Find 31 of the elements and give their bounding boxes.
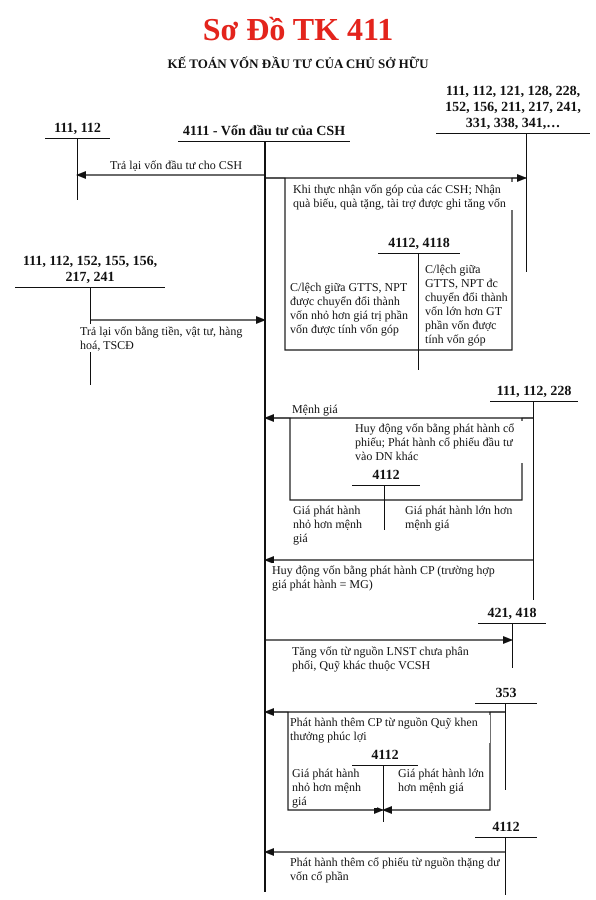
arrow: [76, 171, 265, 179]
arrow: [265, 711, 384, 814]
edge-label: Giá phát hành lớn hơn mệnh giá: [398, 766, 486, 794]
account-label: 4112: [475, 820, 537, 838]
edge-label: Phát hành thêm cổ phiếu từ nguồn thặng dư vốn cổ phần: [290, 855, 500, 883]
t-account: [45, 121, 110, 200]
subtitle: KẾ TOÁN VỐN ĐẦU TƯ CỦA CHỦ SỞ HỮU: [166, 56, 430, 71]
account-label: 353: [475, 686, 537, 704]
account-label: 421, 418: [478, 606, 546, 624]
edge-label: Phát hành thêm CP từ nguồn Quỹ khen thưởng phúc lợi: [290, 715, 490, 743]
connector-line: [265, 417, 384, 501]
account-label: 4111 - Vốn đầu tư của CSH: [178, 124, 350, 142]
edge-label: Giá phát hành lớn hơn mệnh giá: [405, 503, 515, 531]
arrow: [90, 316, 266, 324]
account-label: 111, 112: [45, 121, 110, 139]
connector-line: [418, 177, 526, 351]
arrow: [265, 636, 513, 644]
arrow: [264, 556, 533, 564]
edge-label: Khi thực nhận vốn góp của các CSH; Nhận quà biếu, quà tặng, tài trợ được ghi tăng vốn: [293, 182, 513, 210]
value-label: Mệnh giá: [292, 402, 339, 417]
edge-label: Huy động vốn bằng phát hành cổ phiếu; Phát hành cổ phiếu đầu tư vào DN khác: [355, 421, 525, 463]
account-label: 4112: [352, 468, 420, 486]
edge-label: Giá phát hành nhỏ hơn mệnh giá: [292, 766, 377, 808]
account-label: 111, 112, 121, 128, 228, 152, 156, 211, 217, 241, 331, 338, 341,…: [436, 84, 590, 134]
title: Sơ Đồ TK 411: [202, 10, 394, 48]
arrow: [264, 848, 505, 856]
arrow: [382, 711, 505, 814]
account-label: 4112, 4118: [378, 236, 460, 254]
connector-line: [265, 177, 418, 351]
account-label: 111, 112, 152, 155, 156, 217, 241: [15, 254, 165, 288]
account-label: 111, 112, 228: [490, 384, 578, 402]
